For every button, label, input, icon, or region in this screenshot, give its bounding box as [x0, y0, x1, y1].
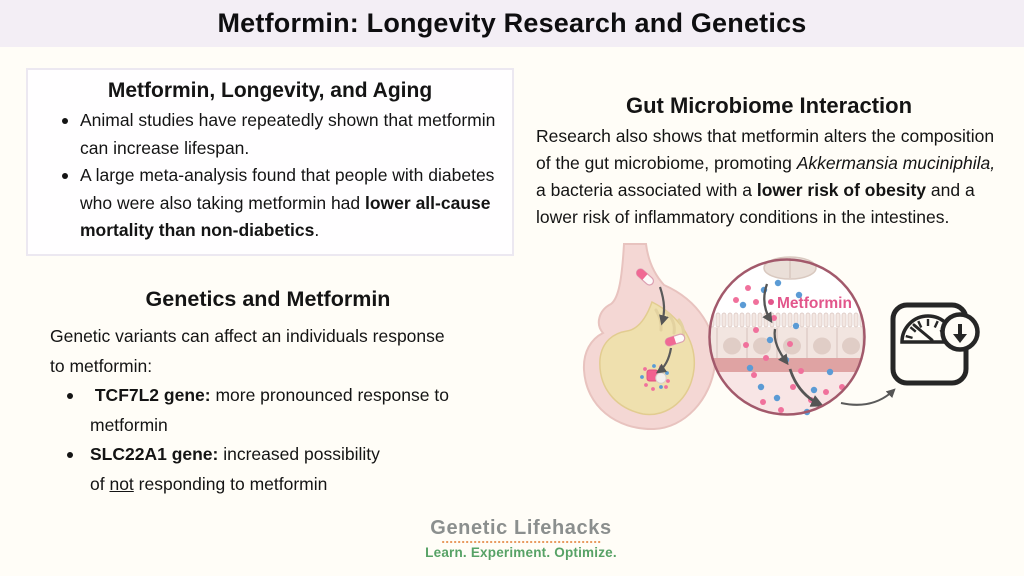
metformin-label: Metformin [777, 295, 852, 312]
weight-loss-badge-icon [940, 312, 980, 352]
logo-tagline: Learn. Experiment. Optimize. [425, 545, 617, 560]
down-arrow-icon [655, 347, 673, 374]
microbiome-circle-illustration: Metformin [708, 256, 866, 416]
pill-capsule-icon [635, 268, 655, 286]
longevity-box-heading: Metformin, Longevity, and Aging [107, 79, 433, 102]
down-arrow-icon [788, 368, 824, 407]
bullet-icon [67, 393, 73, 399]
weight-scale-icon [890, 302, 980, 386]
pill-capsule-icon [664, 333, 686, 347]
genetics-heading: Genetics and Metformin [145, 287, 391, 311]
genetic-lifehacks-logo: Genetic Lifehacks Learn. Experiment. Opt… [425, 517, 617, 560]
metformin-label-dot [768, 299, 774, 305]
down-arrow-icon [762, 283, 773, 324]
bullet-icon [62, 173, 68, 179]
bullet-icon [62, 118, 68, 124]
dial-needle [912, 323, 934, 342]
bullet-text: A large meta-analysis found that people … [80, 165, 495, 240]
gut-microbiome-body: Research also shows that metformin alter… [536, 126, 996, 227]
logo-name: Genetic Lifehacks [430, 517, 612, 539]
longevity-aging-box: Metformin, Longevity, and Aging Animal s… [26, 68, 514, 256]
list-item: A large meta-analysis found that people … [42, 162, 498, 245]
gut-microbiome-heading: Gut Microbiome Interaction [625, 93, 913, 118]
bullet-icon [67, 452, 73, 458]
down-arrow-icon [658, 286, 669, 326]
list-item: Animal studies have repeatedly shown tha… [42, 107, 498, 162]
stomach-illustration [582, 243, 717, 431]
gut-microbiome-section: Gut Microbiome Interaction Research also… [536, 93, 1002, 231]
down-arrow-icon [773, 328, 789, 366]
genetics-section: Genetics and Metformin Genetic variants … [26, 287, 510, 499]
header-bar: Metformin: Longevity Research and Geneti… [0, 0, 1024, 47]
curved-arrow-icon [840, 388, 896, 406]
bullet-text: Animal studies have repeatedly shown tha… [80, 110, 496, 158]
genetics-intro: Genetic variants can affect an individua… [50, 326, 445, 376]
metformin-gut-illustration: Metformin [582, 243, 980, 431]
list-item: TCF7L2 gene: more pronounced response to… [26, 381, 510, 440]
logo-divider [442, 541, 600, 543]
bullet-text: TCF7L2 gene: more pronounced response to… [90, 385, 449, 435]
page-title: Metformin: Longevity Research and Geneti… [217, 8, 807, 38]
